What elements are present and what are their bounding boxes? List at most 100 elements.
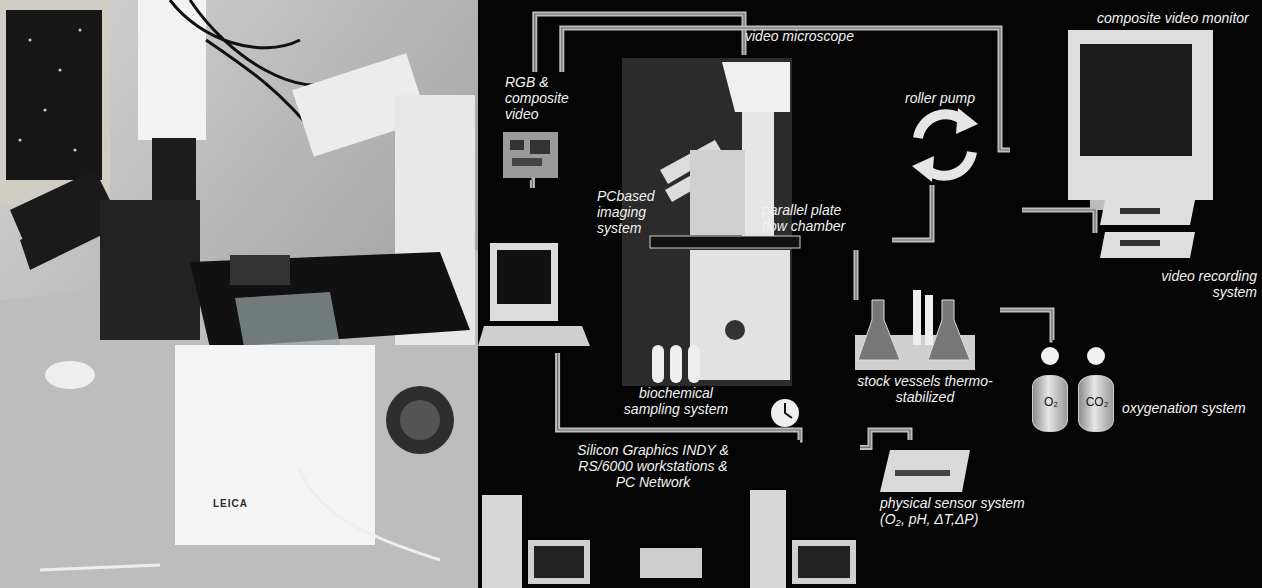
component-label: roller pump [905,90,975,106]
cable-line [892,185,932,240]
test-tubes-part [652,345,664,383]
component-label: CO₂ [1079,396,1115,410]
component-label: stock vessels thermo-stabilized [855,373,995,405]
component-label: composite video monitor [1097,10,1249,26]
sensor-device [880,450,970,492]
cable-core [562,28,1010,150]
gas-cylinder: CO₂ [1078,375,1114,432]
microscope-inset-part [725,320,745,340]
workstations-part [792,540,856,584]
cable-line [535,14,744,72]
microscope-photo [10,53,475,570]
cable-connector [860,430,910,447]
roller-pump-part [956,108,978,134]
cable-connector [856,250,857,300]
cable-connector [1000,310,1052,340]
workstations-part [798,546,850,578]
oxygenation-box: oxygenation system O₂ CO₂ [1000,340,1262,435]
test-tubes-part [771,399,799,427]
cable-connector [1022,210,1095,233]
video-card-part [510,140,524,150]
microscope-inset-part [690,250,790,380]
workstations-part [640,548,702,578]
pc-monitor-part [478,326,590,346]
component-label: PCbased imaging system [597,188,663,236]
sensor-box: physical sensor system (O₂, pH, ΔT,ΔP) [870,440,1070,540]
stock-vessels-part [925,295,933,345]
gauges [1041,347,1105,365]
workstations-part [482,495,522,588]
cable-core [535,14,744,72]
crt-monitor-part [74,149,77,152]
crt-monitor-part [19,139,22,142]
cable-core [1000,310,1052,340]
microscope-photo-part [20,205,112,270]
workstations-part [534,546,584,578]
component-label: parallel plate flow chamber [762,202,862,234]
gas-cylinder: O₂ [1032,375,1068,432]
crt-monitor-part [29,39,32,42]
component-label: physical sensor system (O₂, pH, ΔT,ΔP) [880,495,1040,527]
vcr-part [1120,240,1160,246]
workstations [482,490,856,588]
crt-monitor-part [59,69,62,72]
stock-vessels-part [858,300,900,360]
sampling-box: biochemical sampling system [612,345,787,435]
microscope-inset-part [722,62,790,112]
stock-vessels [855,290,975,370]
test-tubes-part [670,345,682,383]
lab-photo-part [0,250,478,588]
video-card [503,132,558,178]
cable-connector [562,28,1010,150]
imaging-system-box: PCbased imaging system [482,188,650,353]
gauges-part [1041,347,1059,365]
cable-line [1000,310,1052,340]
stock-vessels-part [928,300,970,360]
component-label: biochemical sampling system [620,385,732,417]
video-card-part [512,158,542,166]
video-card-box: RGB & composite video [497,72,605,180]
microscope-photo-part [175,345,375,545]
microscope-photo-part [100,200,200,340]
stock-vessels-part [913,290,921,345]
component-label: O₂ [1033,396,1069,410]
component-label: oxygenation system [1122,400,1246,416]
cable-core [531,180,533,188]
mouse [45,361,95,389]
microscope-photo-part [235,292,340,352]
microscope-photo-part [230,255,290,285]
cable-connector [558,353,800,440]
cable-core [855,250,856,300]
cable-line [854,250,859,300]
cable-core [558,353,800,440]
video-card-part [530,140,550,154]
microscope-inset-part [690,150,745,235]
dark-panel-part [478,0,1262,588]
video-monitor-part [1068,30,1213,200]
pc-monitor-part [497,250,551,304]
cable-core [1022,210,1095,233]
cable-connector [535,14,744,72]
recorder-box: video recording system [1095,200,1260,310]
microscope-photo-part [386,386,454,454]
monitor-box: composite video monitor [1010,10,1250,210]
roller-pump [912,108,978,182]
mouse-part [45,361,95,389]
brand-label: LEICA [213,498,248,509]
test-tubes-part [688,345,700,383]
cable-core [892,185,932,240]
component-label: video microscope [745,28,854,44]
cable-line [558,353,800,440]
video-monitor [1068,30,1213,210]
workstations-part [750,490,786,588]
vcr [1100,200,1195,258]
cable-connector [892,185,932,240]
sensor-device-part [895,470,950,476]
vessels-box: stock vessels thermo-stabilized [850,300,1000,400]
gauges-part [1087,347,1105,365]
lab-photo-part [0,0,478,588]
